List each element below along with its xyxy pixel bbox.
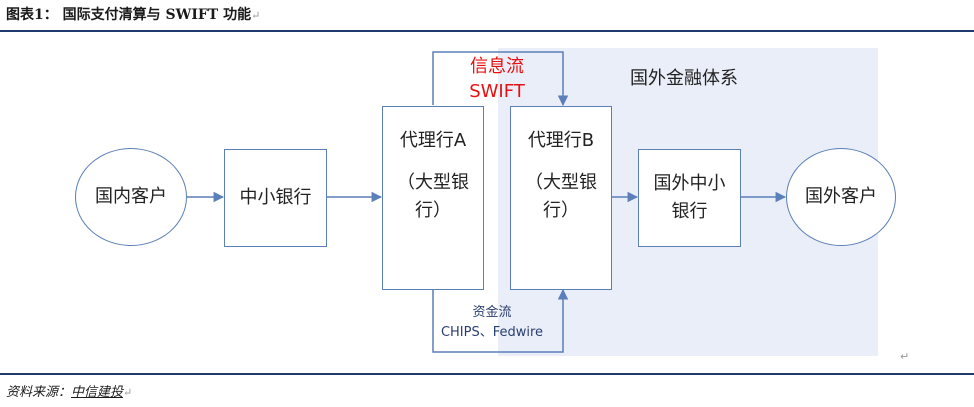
source-org: 中信建投 xyxy=(71,385,124,400)
paragraph-mark-icon: ↵ xyxy=(900,350,910,363)
source-note: 资料来源：中信建投↵ xyxy=(6,381,132,400)
source-prefix: 资料来源： xyxy=(6,385,72,400)
paragraph-mark-icon: ↵ xyxy=(251,9,261,22)
funds-flow-name: 资金流 xyxy=(472,305,512,320)
small-bank-node: 中小银行 xyxy=(224,149,327,247)
domestic-customer-label: 国内客户 xyxy=(95,186,167,207)
small-bank-label: 中小银行 xyxy=(239,187,312,208)
paragraph-mark-icon: ↵ xyxy=(123,386,133,399)
information-flow-channel: SWIFT xyxy=(469,81,525,102)
agent-bank-b-name: 代理行B xyxy=(527,130,595,151)
figure-title: 图表1： 国际支付清算与 SWIFT 功能↵ xyxy=(6,4,260,24)
foreign-customer-node: 国外客户 xyxy=(786,148,896,246)
information-flow-label: 信息流 SWIFT xyxy=(452,54,542,104)
agent-bank-a-node: 代理行A （大型银行） xyxy=(382,106,484,290)
agent-bank-a-type: （大型银行） xyxy=(397,172,469,221)
agent-bank-a-name: 代理行A xyxy=(399,130,467,151)
agent-bank-b-type: （大型银行） xyxy=(525,172,597,221)
domestic-customer-node: 国内客户 xyxy=(75,148,187,246)
funds-flow-label: 资金流 CHIPS、Fedwire xyxy=(420,303,564,343)
agent-bank-b-node: 代理行B （大型银行） xyxy=(510,106,612,290)
foreign-customer-label: 国外客户 xyxy=(805,186,877,207)
bottom-divider xyxy=(0,373,974,375)
funds-flow-path xyxy=(432,288,569,353)
foreign-bank-node: 国外中小银行 xyxy=(638,149,741,247)
funds-flow-channel: CHIPS、Fedwire xyxy=(440,325,544,340)
information-flow-path xyxy=(432,51,569,107)
foreign-bank-label: 国外中小银行 xyxy=(653,173,726,222)
figure-title-text: 图表1： 国际支付清算与 SWIFT 功能 xyxy=(6,7,252,23)
region-label: 国外金融体系 xyxy=(630,68,738,89)
information-flow-name: 信息流 xyxy=(470,56,524,77)
title-divider xyxy=(0,30,974,32)
